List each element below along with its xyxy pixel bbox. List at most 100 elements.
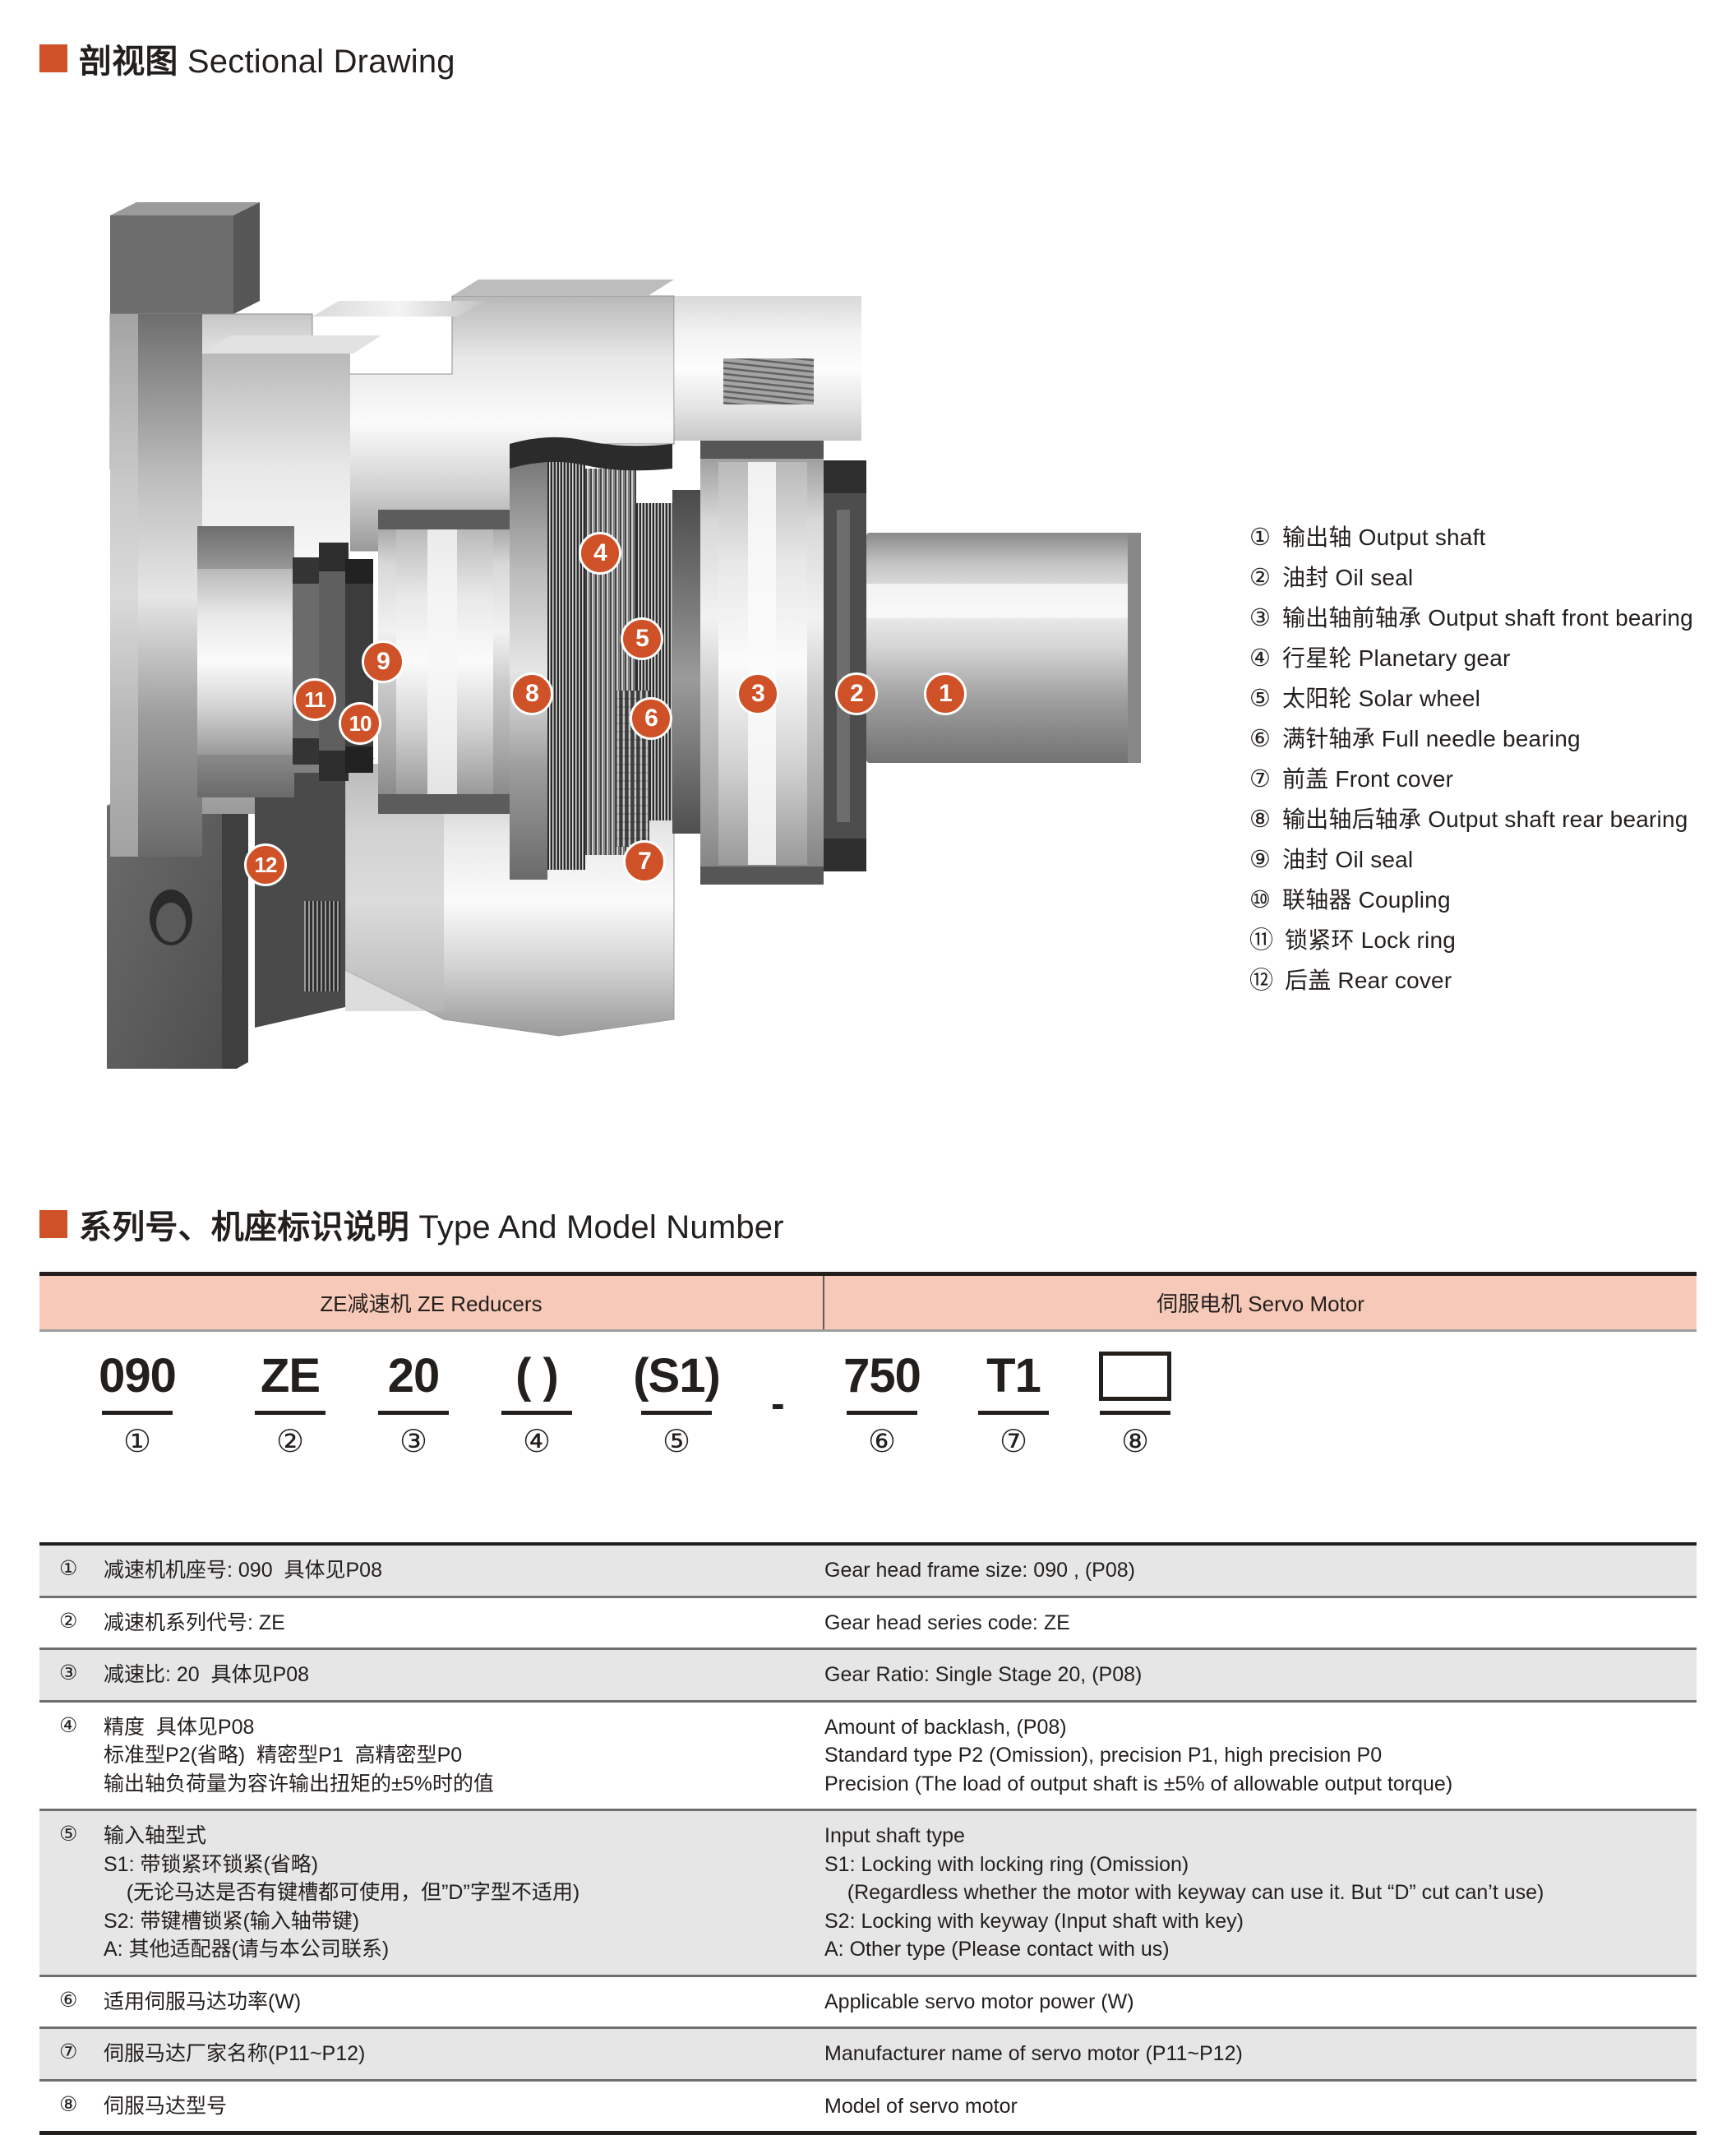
legend-label-en: Coupling [1359,887,1451,913]
legend-number: ⑩ [1249,889,1271,913]
text-line: Applicable servo motor power (W) [824,1988,1680,2017]
text-line: Input shaft type [824,1822,1680,1851]
code-index: ③ [360,1426,467,1458]
text-line: 减速机机座号: 090 具体见P08 [104,1556,808,1585]
legend-label-en: Lock ring [1361,927,1456,953]
text-line: S1: Locking with locking ring (Omission) [824,1851,1680,1879]
legend-label-en: Rear cover [1337,968,1452,993]
code-underline [102,1411,173,1415]
legend-number: ⑤ [1249,687,1271,711]
row-description-cn: 输入轴型式 S1: 带锁紧环锁紧(省略) (无论马达是否有键槽都可使用，但”D”… [104,1811,824,1975]
coupling-lock-assembly [197,526,373,797]
code-value: T1 [964,1350,1063,1403]
legend-label-cn: 太阳轮 [1282,686,1352,711]
row-index: ⑤ [39,1811,104,1975]
legend-number: ① [1249,526,1271,550]
row-description-en: Gear head series code: ZE [824,1598,1697,1648]
text-line: Precision (The load of output shaft is ±… [824,1770,1680,1799]
text-line: 输入轴型式 [104,1822,808,1851]
table-row: ⑧ 伺服马达型号 Model of servo motor [39,2082,1697,2135]
text-line: S1: 带锁紧环锁紧(省略) [104,1851,808,1879]
row-index: ② [39,1598,104,1648]
empty-box-icon [1099,1352,1171,1401]
section-title-cn: 剖视图 [79,44,178,80]
table-row: ⑥ 适用伺服马达功率(W) Applicable servo motor pow… [39,1977,1697,2030]
callout-9[interactable]: 9 [362,640,404,683]
row-description-en: Gear head frame size: 090 , (P08) [824,1546,1697,1596]
code-underline [501,1411,572,1415]
section-title-model: 系列号、机座标识说明 Type And Model Number [79,1200,784,1248]
table-row: ② 减速机系列代号: ZE Gear head series code: ZE [39,1598,1697,1651]
column-header-ze-reducers: ZE减速机 ZE Reducers [39,1276,824,1329]
callout-10[interactable]: 10 [339,702,381,745]
table-header-row: ZE减速机 ZE Reducers 伺服电机 Servo Motor [39,1276,1697,1332]
code-index: ⑥ [824,1426,940,1458]
callout-7[interactable]: 7 [623,840,666,883]
callout-11[interactable]: 11 [293,678,336,721]
legend-label-en: Output shaft front bearing [1428,605,1693,631]
code-underline [641,1411,712,1415]
code-underline [378,1411,449,1415]
code-value: ZE [237,1350,344,1403]
legend-label-cn: 锁紧环 [1285,927,1355,953]
code-index: ⑧ [1082,1426,1189,1458]
code-segment-1: 090 ① [84,1350,191,1458]
rear-top-block [110,202,260,314]
legend-label-cn: 输出轴后轴承 [1282,806,1421,832]
row-description-cn: 减速比: 20 具体见P08 [104,1650,824,1700]
legend-label-en: Solar wheel [1359,686,1481,711]
code-value: 20 [360,1350,467,1403]
list-item: ⑤ 太阳轮 Solar wheel [1249,687,1710,711]
accent-square-icon [39,44,67,72]
row-index: ① [39,1546,104,1596]
list-item: ⑪ 锁紧环 Lock ring [1249,929,1710,953]
accent-square-icon [39,1210,67,1238]
planetary-gear-assembly [510,437,700,880]
code-index: ① [84,1426,191,1458]
row-description-cn: 适用伺服马达功率(W) [104,1977,824,2027]
legend-number: ⑫ [1249,969,1273,993]
row-index: ⑦ [39,2029,104,2079]
callout-2[interactable]: 2 [835,672,878,715]
row-index: ④ [39,1703,104,1809]
table-row: ③ 减速比: 20 具体见P08 Gear Ratio: Single Stag… [39,1650,1697,1703]
legend-number: ⑨ [1249,848,1271,872]
code-segment-6: 750 ⑥ [824,1350,940,1458]
text-line: S2: Locking with keyway (Input shaft wit… [824,1907,1680,1936]
table-row: ⑦ 伺服马达厂家名称(P11~P12) Manufacturer name of… [39,2029,1697,2082]
callout-12[interactable]: 12 [244,843,287,886]
column-header-servo-motor: 伺服电机 Servo Motor [824,1276,1697,1329]
text-line: Amount of backlash, (P08) [824,1713,1680,1742]
callout-8[interactable]: 8 [510,672,553,715]
code-index: ⑦ [964,1426,1063,1458]
legend-label-en: Front cover [1335,766,1453,792]
legend-number: ⑪ [1249,929,1273,953]
section-title-en: Sectional Drawing [178,44,455,80]
code-segment-7: T1 ⑦ [964,1350,1063,1458]
sectional-drawing: 1 2 3 4 5 6 7 8 9 10 11 12 [99,197,1200,1069]
text-line: A: 其他适配器(请与本公司联系) [104,1935,808,1964]
text-line: Model of servo motor [824,2092,1680,2121]
row-index: ⑥ [39,1977,104,2027]
callout-6[interactable]: 6 [630,697,672,740]
callout-4[interactable]: 4 [579,532,621,575]
code-underline [978,1411,1049,1415]
legend-label-en: Planetary gear [1359,645,1511,671]
text-line: 伺服马达型号 [104,2092,808,2121]
legend-label-cn: 输出轴 [1282,525,1352,550]
callout-3[interactable]: 3 [736,672,779,715]
row-description-en: Applicable servo motor power (W) [824,1977,1697,2027]
legend-label-cn: 行星轮 [1282,645,1352,671]
row-index: ⑧ [39,2082,104,2132]
oil-seal-front [824,460,866,871]
text-line: Gear Ratio: Single Stage 20, (P08) [824,1661,1680,1689]
section-heading-type-and-model-number: 系列号、机座标识说明 Type And Model Number [39,1200,784,1248]
row-description-cn: 伺服马达厂家名称(P11~P12) [104,2029,824,2079]
callout-5[interactable]: 5 [621,617,663,660]
callout-1[interactable]: 1 [924,672,967,715]
